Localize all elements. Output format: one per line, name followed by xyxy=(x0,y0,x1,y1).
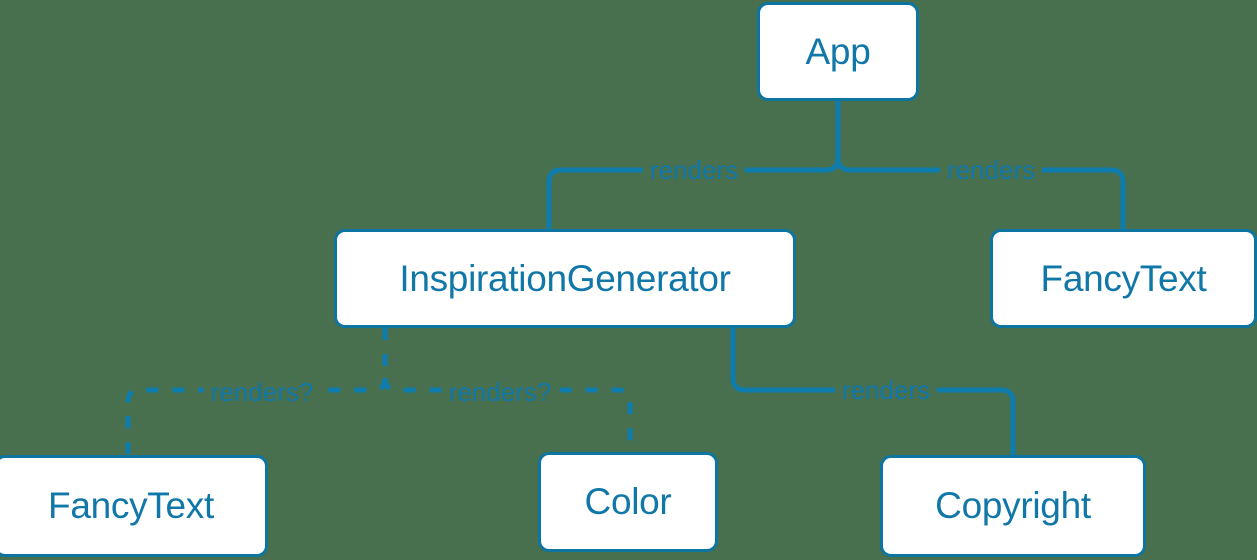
node-fancytext-top[interactable]: FancyText xyxy=(990,229,1257,328)
edge-label-inspiration-to-color: renders? xyxy=(441,377,559,407)
node-copyright-label: Copyright xyxy=(935,485,1091,526)
edge-label-inspiration-to-fancytext: renders? xyxy=(203,377,321,407)
edge-app-stem-right xyxy=(835,155,853,173)
node-inspiration-generator-label: InspirationGenerator xyxy=(399,257,731,299)
node-fancytext-bottom-label: FancyText xyxy=(48,485,214,526)
edge-app-to-inspiration xyxy=(546,167,829,232)
edge-app-to-fancytext xyxy=(847,167,1126,232)
edge-label-app-to-inspiration: renders xyxy=(642,155,746,185)
node-inspiration-generator[interactable]: InspirationGenerator xyxy=(334,229,796,328)
node-fancytext-top-label: FancyText xyxy=(1040,257,1207,299)
node-app[interactable]: App xyxy=(757,2,919,101)
node-copyright[interactable]: Copyright xyxy=(880,455,1146,557)
node-fancytext-bottom[interactable]: FancyText xyxy=(0,455,268,557)
edge-inspiration-to-color xyxy=(382,377,633,452)
edge-label-inspiration-to-copyright: renders xyxy=(834,375,938,405)
node-color[interactable]: Color xyxy=(538,452,718,552)
edge-label-app-to-fancytext: renders xyxy=(939,155,1043,185)
node-color-label: Color xyxy=(584,481,672,522)
node-app-label: App xyxy=(805,30,871,72)
